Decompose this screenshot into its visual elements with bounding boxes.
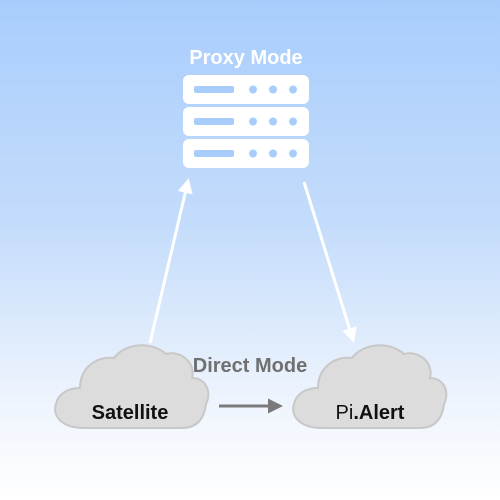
- arrow-proxy-to-pialert: [302, 181, 357, 343]
- satellite-cloud-icon: [54, 344, 210, 429]
- pialert-cloud-icon: [292, 344, 448, 429]
- arrow-satellite-to-proxy: [148, 178, 193, 344]
- satellite-label: Satellite: [92, 402, 169, 424]
- direct-mode-title: Direct Mode: [193, 355, 307, 377]
- proxy-mode-title: Proxy Mode: [189, 47, 302, 69]
- pialert-label: Pi.Alert: [336, 402, 405, 424]
- pialert-label-suffix: .Alert: [353, 402, 404, 424]
- server-rack-icon: [183, 75, 309, 168]
- pialert-label-prefix: Pi: [336, 402, 354, 424]
